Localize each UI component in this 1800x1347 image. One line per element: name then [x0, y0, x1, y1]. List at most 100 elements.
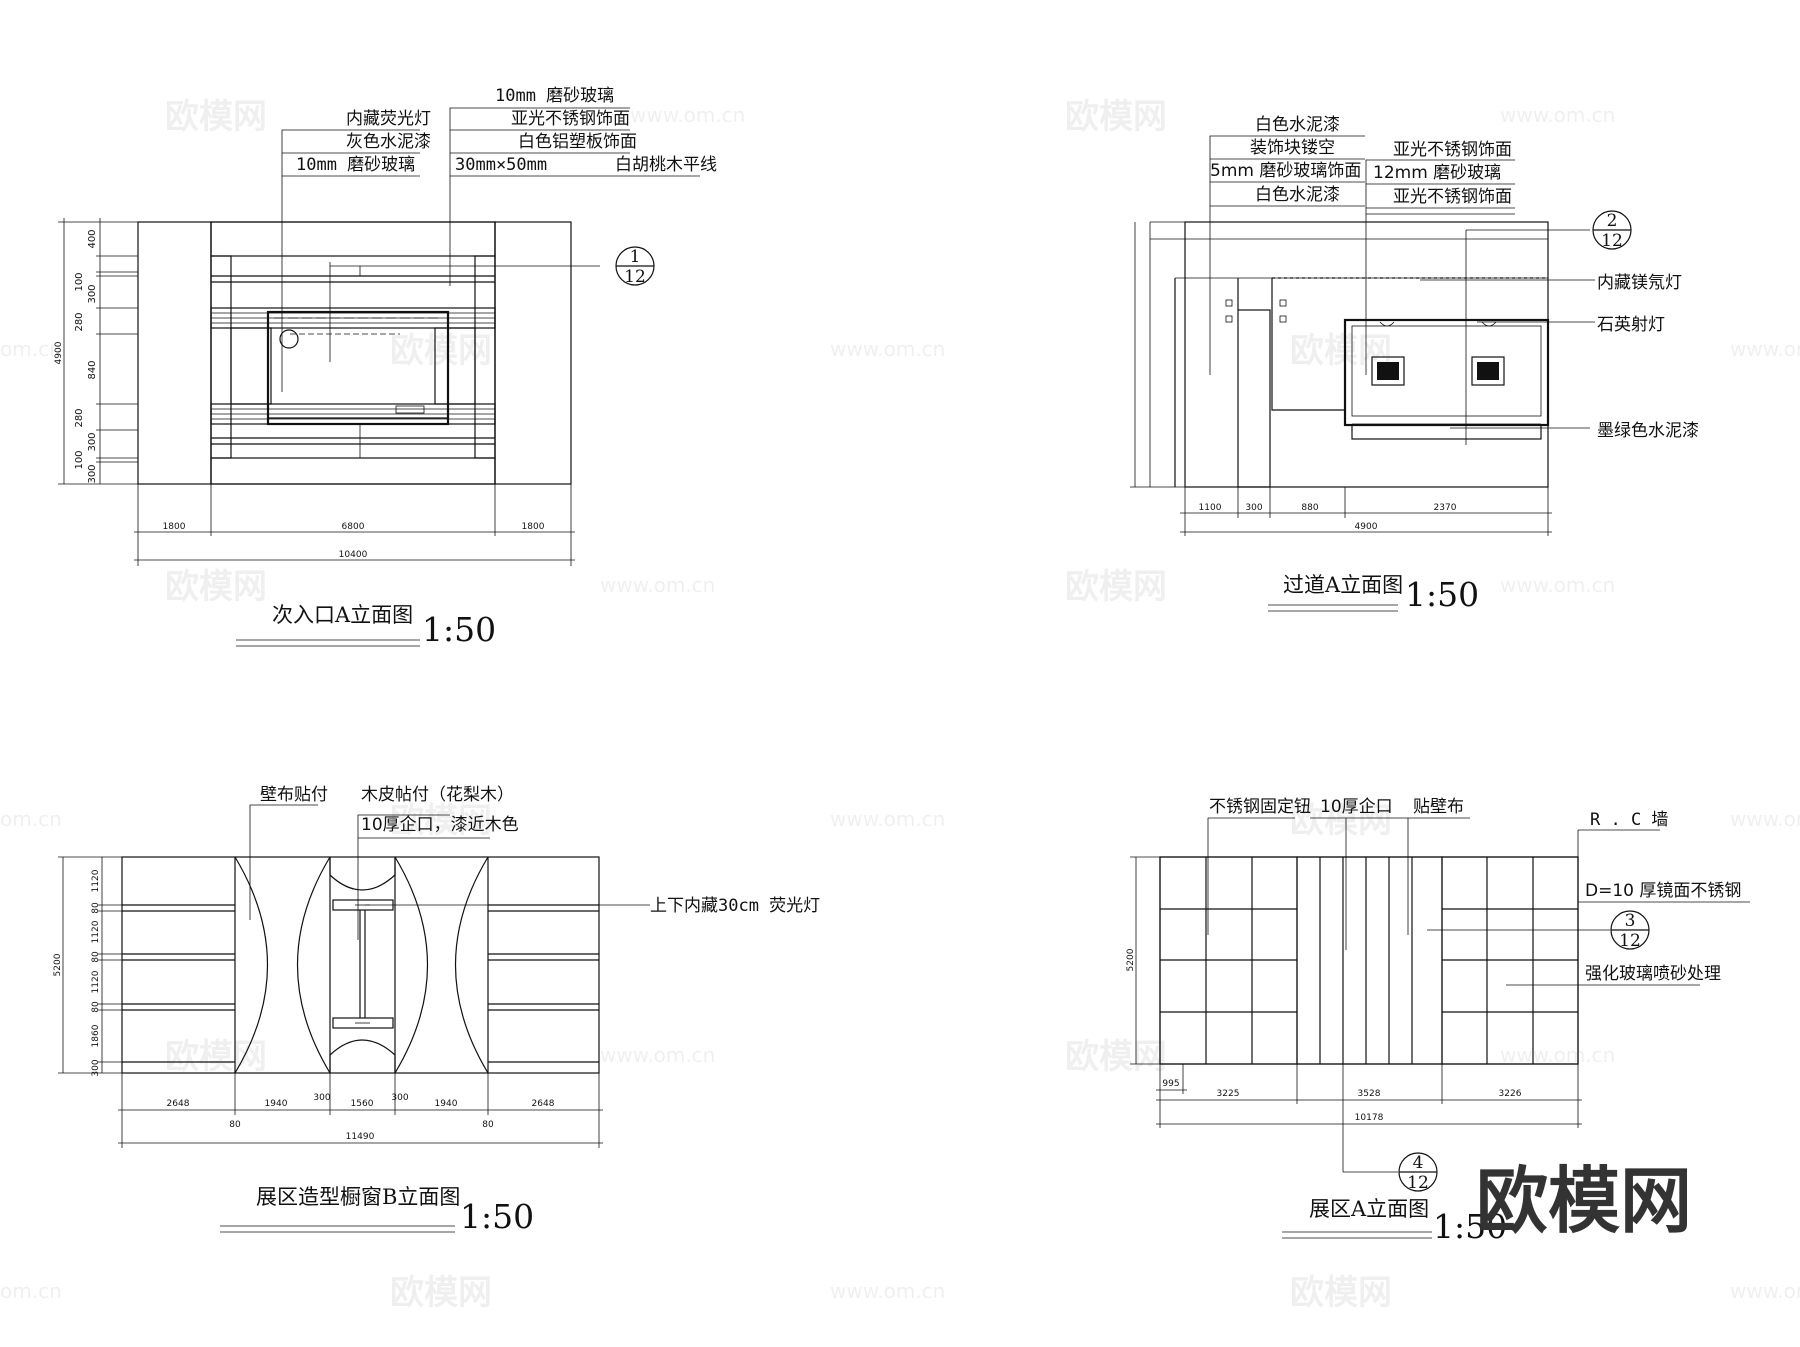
drawing-2-title: 过道A立面图 [1283, 573, 1403, 597]
detail-ref-1-number: 1 [630, 247, 641, 267]
label-white-aluminium: 白色铝塑板饰面 [518, 132, 637, 152]
label-grey-cement: 灰色水泥漆 [346, 132, 431, 152]
label-wall-fabric: 壁布贴付 [260, 785, 328, 805]
watermark-logo: 欧模网 [390, 331, 492, 371]
watermark-logo: 欧模网 [165, 567, 267, 607]
vdim: 300 [87, 284, 98, 303]
bottom-arch [329, 1039, 396, 1073]
drawing-3-title: 展区造型橱窗B立面图 [256, 1185, 460, 1209]
hdim: 2648 [167, 1099, 190, 1109]
vdim: 300 [87, 464, 98, 483]
right-wall-concrete [494, 221, 572, 485]
hdim: 2648 [532, 1099, 555, 1109]
hatched-column [1237, 309, 1271, 488]
watermark-logo: 欧模网 [390, 1273, 492, 1313]
inner-right-block [434, 327, 476, 405]
left-shelves [122, 904, 235, 1063]
watermark-logo: 欧模网 [1065, 1037, 1167, 1077]
watermark-layer: 欧模网 www.om.cn 欧模网 www.om.cn om.cn 欧模网 ww… [0, 97, 1800, 1313]
left-grid-lines [1160, 857, 1297, 1064]
hdim: 80 [482, 1120, 494, 1130]
label-frosted-glass-top: 10mm 磨砂玻璃 [495, 86, 614, 106]
label-walnut-trim: 白胡桃木平线 [615, 155, 717, 175]
label-hidden-fluorescent: 内藏荧光灯 [346, 109, 431, 129]
drawing-3-vertical-dims: 1120 80 1120 80 1120 80 1860 300 5200 [53, 869, 122, 1077]
hdim: 1560 [351, 1099, 374, 1109]
label-dark-green-cement: 墨绿色水泥漆 [1597, 421, 1699, 441]
left-wall-concrete [137, 221, 212, 485]
label-decor-block: 装饰块镂空 [1250, 138, 1335, 158]
watermark-url: www.om.cn [1730, 807, 1800, 831]
detail-ref-3-sheet: 12 [1619, 931, 1641, 951]
label-frosted-tempered-glass: 强化玻璃喷砂处理 [1585, 964, 1721, 984]
vdim: 1120 [91, 970, 101, 993]
watermark-url: www.om.cn [830, 337, 945, 361]
drawing-1-secondary-entrance-elevation: 10mm 磨砂玻璃 内藏荧光灯 亚光不锈钢饰面 灰色水泥漆 白色铝塑板饰面 10… [54, 86, 717, 649]
vdim: 280 [74, 408, 85, 427]
niche-base [1351, 424, 1542, 440]
watermark-logo: 欧模网 [1065, 97, 1167, 137]
curved-panel [296, 856, 331, 1074]
picture-1 [1377, 362, 1399, 380]
vdim: 1120 [91, 869, 101, 892]
sign-plate [395, 405, 425, 414]
watermark-url: www.om.cn [830, 807, 945, 831]
vdim: 840 [87, 360, 98, 379]
label-white-cement-2: 白色水泥漆 [1255, 185, 1340, 205]
vdim: 300 [87, 432, 98, 451]
watermark-logo: 欧模网 [1290, 801, 1392, 841]
vdim: 400 [87, 229, 98, 248]
vdim: 80 [91, 902, 101, 914]
detail-ref-1-sheet: 12 [624, 267, 646, 287]
inner-left-block [230, 327, 272, 405]
label-mirror-steel: D=10 厚镜面不锈钢 [1585, 881, 1741, 901]
watermark-url: www.om.cn [1730, 337, 1800, 361]
watermark-url: www.om.cn [830, 1279, 945, 1303]
bottom-light-box [332, 1017, 394, 1029]
label-matte-steel-2: 亚光不锈钢饰面 [1393, 140, 1512, 160]
curved-panel [234, 856, 269, 1074]
hdim: 300 [391, 1093, 408, 1103]
vdim: 1120 [91, 920, 101, 943]
label-quartz-spotlight: 石英射灯 [1597, 315, 1665, 335]
label-steel-button: 不锈钢固定钮 [1209, 797, 1311, 817]
watermark-url: om.cn [0, 1279, 62, 1303]
hdim: 3226 [1499, 1089, 1522, 1099]
showcase-outline [121, 856, 600, 1074]
label-wood-veneer: 木皮帖付（花梨木） [361, 785, 514, 805]
round-light [279, 329, 299, 349]
detail-ref-3-number: 3 [1625, 911, 1636, 931]
vdim: 100 [74, 272, 85, 291]
hdim: 1800 [163, 522, 186, 532]
hdim: 880 [1301, 503, 1318, 513]
drawing-1-title: 次入口A立面图 [272, 603, 413, 627]
hdim-total: 10400 [339, 550, 368, 560]
spotlight-icon [1481, 321, 1497, 327]
detail-ref-4-sheet: 12 [1407, 1173, 1429, 1193]
drawing-1-vertical-dims: 400 100 300 280 840 280 300 100 300 4900 [54, 229, 138, 484]
bottom-base [210, 457, 496, 485]
detail-ref-2-number: 2 [1607, 211, 1618, 231]
hdim: 1940 [435, 1099, 458, 1109]
watermark-url: www.om.cn [1500, 103, 1615, 127]
vdim-total: 5200 [53, 953, 63, 976]
detail-ref-2-sheet: 12 [1601, 231, 1623, 251]
label-wood-size: 30mm×50mm [455, 155, 547, 175]
picture-frame-2 [1471, 356, 1505, 386]
watermark-logo: 欧模网 [165, 97, 267, 137]
drawing-3-scale: 1:50 [460, 1197, 534, 1236]
drawing-4-title: 展区A立面图 [1309, 1197, 1429, 1221]
brand-watermark: 欧模网 [1476, 1159, 1692, 1243]
label-frosted-glass-5mm: 5mm 磨砂玻璃饰面 [1210, 161, 1361, 181]
hdim: 3225 [1217, 1089, 1240, 1099]
vdim: 100 [74, 450, 85, 469]
right-grid-lines [1442, 857, 1578, 1064]
watermark-logo: 欧模网 [165, 1037, 267, 1077]
vdim: 80 [91, 951, 101, 963]
label-rc-wall: R . C 墙 [1590, 810, 1668, 830]
vdim: 1860 [91, 1024, 101, 1047]
watermark-url: www.om.cn [1730, 1279, 1800, 1303]
right-shelves [488, 904, 599, 1063]
drawing-3-showcase-window-elevation: 壁布贴付 木皮帖付（花梨木） 10厚企口，漆近木色 上下内藏30cm 荧光灯 1… [53, 785, 820, 1236]
vdim: 280 [74, 312, 85, 331]
